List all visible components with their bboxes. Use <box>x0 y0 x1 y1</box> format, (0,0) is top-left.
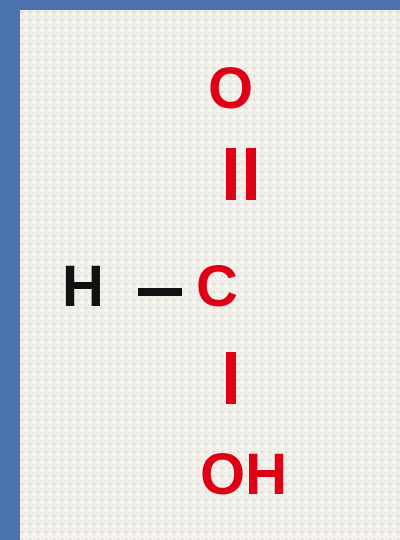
hydroxyl-group: OH <box>200 442 287 507</box>
double-bond-line-left <box>226 148 236 200</box>
hydrogen-atom: H <box>62 254 104 319</box>
double-bond-c-o <box>224 148 264 200</box>
carbon-atom: C <box>196 254 238 319</box>
double-bond-line-right <box>246 148 256 200</box>
structure-panel: O H C OH <box>20 10 400 540</box>
single-bond-c-oh <box>226 352 236 404</box>
single-bond-h-c <box>138 288 182 296</box>
oxygen-atom-top: O <box>208 56 254 121</box>
